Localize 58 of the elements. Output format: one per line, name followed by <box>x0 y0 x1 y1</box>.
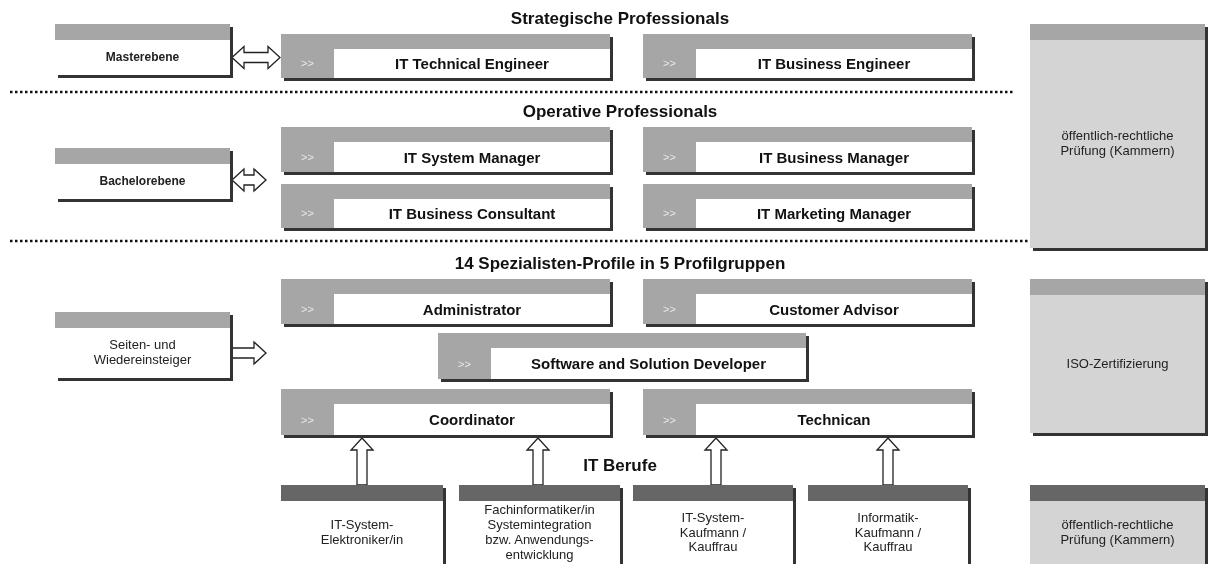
profile-box <box>643 184 972 228</box>
chevron-marker: >> <box>663 151 676 163</box>
section-heading: Operative Professionals <box>522 102 718 122</box>
section-heading: 14 Spezialisten-Profile in 5 Profilgruppen <box>454 254 786 274</box>
profile-box <box>643 127 972 172</box>
profile-box <box>281 389 610 435</box>
profile-name: IT System Manager <box>403 148 541 166</box>
profile-name: Customer Advisor <box>769 300 899 318</box>
profile-box <box>643 389 972 435</box>
section-heading: IT Berufe <box>583 456 657 476</box>
profile-box <box>643 34 972 78</box>
block-arrow <box>875 437 901 486</box>
occupation-label: Fachinformatiker/in Systemintegration bzw. Anwendungs-entwicklung <box>483 503 596 563</box>
chevron-marker: >> <box>301 303 314 315</box>
block-arrow <box>525 437 551 486</box>
profile-box <box>281 34 610 78</box>
profile-name: IT Marketing Manager <box>756 205 912 222</box>
profile-name: IT Business Consultant <box>388 205 556 222</box>
occupation-label: IT-System-Elektroniker/in <box>319 518 405 548</box>
profile-name: Administrator <box>422 300 522 318</box>
profile-name: IT Business Manager <box>758 148 909 166</box>
exam-box <box>1030 279 1205 433</box>
chevron-marker: >> <box>301 57 314 69</box>
occupation-box <box>1030 485 1205 564</box>
profile-box <box>281 127 610 172</box>
block-arrow <box>231 45 281 70</box>
level-label: Bachelorebene <box>99 174 186 189</box>
block-arrow <box>231 340 267 366</box>
profile-name: Software and Solution Developer <box>530 355 766 372</box>
exam-box <box>1030 24 1205 248</box>
profile-name: IT Business Engineer <box>757 55 911 72</box>
chevron-marker: >> <box>301 151 314 163</box>
exam-label: ISO-Zertifizierung <box>1066 356 1169 372</box>
profile-box <box>643 279 972 324</box>
chevron-marker: >> <box>663 414 676 426</box>
profile-name: IT Technical Engineer <box>395 55 549 72</box>
chevron-marker: >> <box>663 57 676 69</box>
chevron-marker: >> <box>663 303 676 315</box>
profile-name: Coordinator <box>429 411 515 428</box>
block-arrow <box>703 437 729 486</box>
chevron-marker: >> <box>301 207 314 219</box>
section-heading: Strategische Professionals <box>510 9 730 29</box>
chevron-marker: >> <box>301 414 314 426</box>
level-label: Seiten- und Wiedereinsteiger <box>92 338 193 368</box>
profile-box <box>438 333 806 379</box>
occupation-box <box>459 485 620 564</box>
level-label: Masterebene <box>105 50 180 65</box>
block-arrow <box>349 437 375 486</box>
exam-label: öffentlich-rechtliche Prüfung (Kammern) <box>1059 129 1176 159</box>
profile-name: Technican <box>797 411 871 428</box>
chevron-marker: >> <box>663 207 676 219</box>
occupation-label: IT-System-Kaufmann / Kauffrau <box>678 510 748 556</box>
exam-label: öffentlich-rechtliche Prüfung (Kammern) <box>1059 518 1176 548</box>
block-arrow <box>231 167 267 193</box>
profile-box <box>281 184 610 228</box>
profile-box <box>281 279 610 324</box>
occupation-label: Informatik-Kaufmann / Kauffrau <box>853 510 923 556</box>
chevron-marker: >> <box>458 358 471 370</box>
